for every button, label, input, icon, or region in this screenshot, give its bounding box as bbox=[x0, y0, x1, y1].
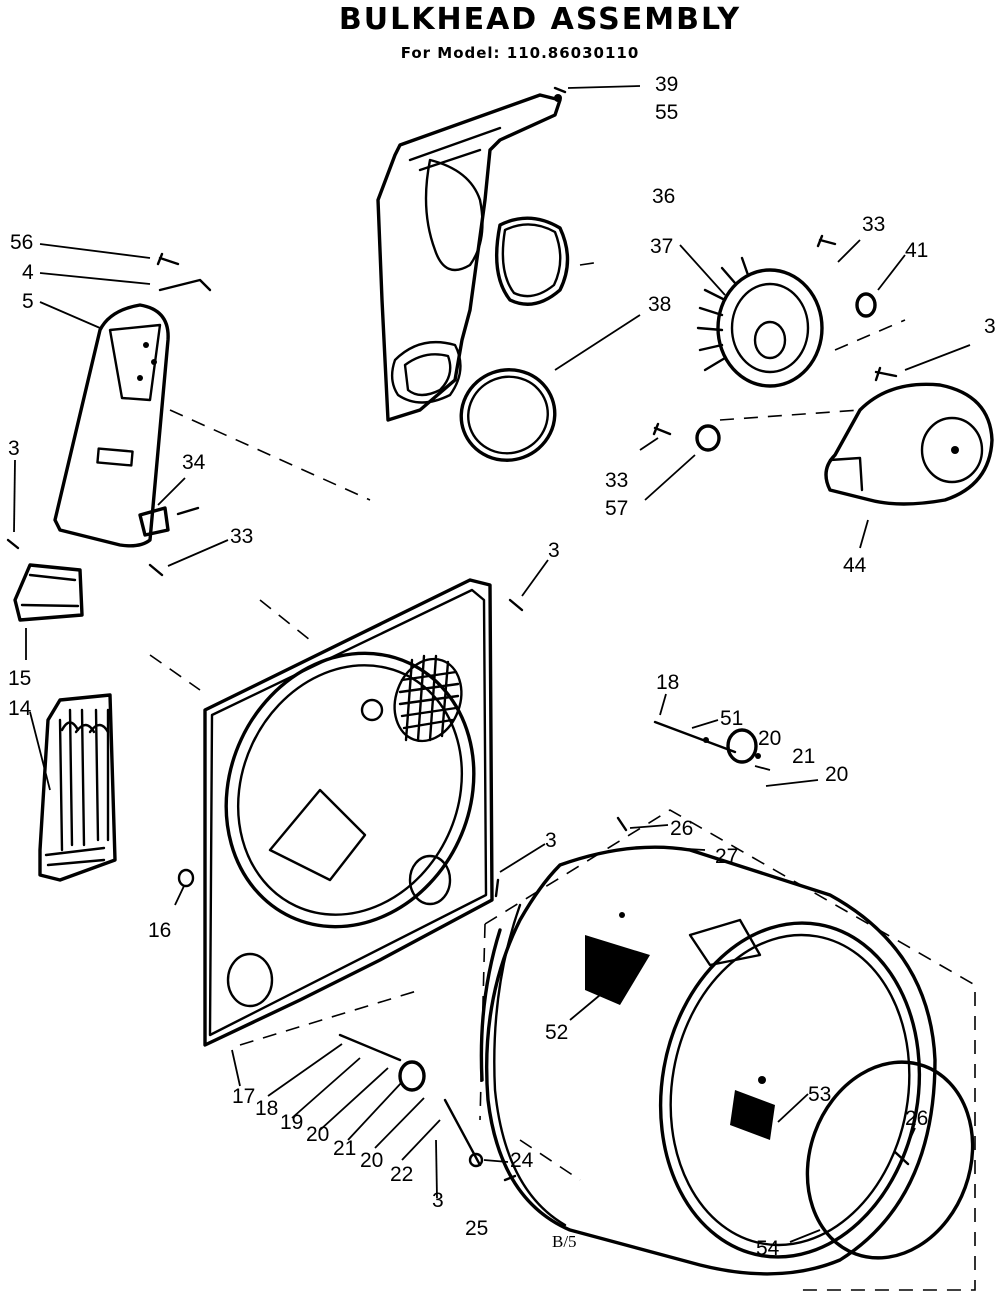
callout-53: 53 bbox=[808, 1083, 832, 1106]
callout-25: 25 bbox=[465, 1217, 489, 1240]
callout-37: 37 bbox=[650, 235, 674, 258]
screw-33-left-part bbox=[148, 506, 200, 577]
callout-33-mid: 33 bbox=[605, 469, 629, 492]
callout-3-bottom: 3 bbox=[432, 1189, 444, 1212]
drum-part bbox=[479, 845, 937, 1276]
callout-33-left: 33 bbox=[230, 525, 254, 548]
blower-wheel-part bbox=[696, 256, 824, 388]
callout-20-upper-a: 20 bbox=[758, 727, 782, 750]
roller-21-lower-part bbox=[398, 1060, 426, 1092]
callout-26-front: 26 bbox=[905, 1107, 929, 1130]
callout-52: 52 bbox=[545, 1021, 569, 1044]
callout-44: 44 bbox=[843, 554, 867, 577]
clip-41-part bbox=[855, 292, 877, 318]
callout-54: 54 bbox=[756, 1237, 780, 1260]
callout-56: 56 bbox=[10, 231, 34, 254]
callout-17: 17 bbox=[232, 1085, 256, 1108]
callout-20-lower-a: 20 bbox=[306, 1123, 330, 1146]
seal-gasket-part bbox=[494, 216, 570, 306]
callout-57: 57 bbox=[605, 497, 629, 520]
callout-18-lower: 18 bbox=[255, 1097, 279, 1120]
duct-15-part bbox=[13, 563, 84, 622]
diagram-title: BULKHEAD ASSEMBLY bbox=[338, 2, 742, 37]
screw-56-part bbox=[156, 252, 180, 266]
callout-14: 14 bbox=[8, 697, 32, 720]
callout-4: 4 bbox=[22, 261, 34, 284]
callout-55: 55 bbox=[655, 101, 679, 124]
ring-gasket-part bbox=[459, 368, 557, 462]
screw-3-left-part bbox=[6, 538, 20, 550]
screw-3-panel-top-part bbox=[508, 598, 524, 612]
screw-26-part bbox=[616, 816, 910, 1166]
page-reference: B/5 bbox=[552, 1232, 577, 1251]
screw-16-part bbox=[177, 868, 195, 888]
roller-21-upper-part bbox=[726, 728, 758, 764]
callout-41: 41 bbox=[905, 239, 929, 262]
roller-shaft-upper-part bbox=[653, 720, 737, 754]
callout-39: 39 bbox=[655, 73, 679, 96]
callout-5: 5 bbox=[22, 290, 34, 313]
callout-26-top: 26 bbox=[670, 817, 694, 840]
screw-3-right-part bbox=[874, 366, 898, 382]
callout-19: 19 bbox=[280, 1111, 304, 1134]
callout-34: 34 bbox=[182, 451, 206, 474]
callout-18-upper: 18 bbox=[656, 671, 680, 694]
screw-33-right-part bbox=[816, 234, 837, 248]
bearing-57-part bbox=[695, 424, 721, 452]
model-subtitle: For Model: 110.86030110 bbox=[400, 44, 640, 62]
callout-22: 22 bbox=[390, 1163, 414, 1186]
leader-lines bbox=[13, 85, 971, 1243]
heater-element-part bbox=[38, 693, 117, 882]
screw-33-mid-part bbox=[652, 422, 672, 436]
callout-15: 15 bbox=[8, 667, 32, 690]
front-seal-54-part bbox=[805, 1060, 975, 1260]
callout-36: 36 bbox=[652, 185, 676, 208]
callout-38: 38 bbox=[648, 293, 672, 316]
callout-16: 16 bbox=[148, 919, 172, 942]
screw-3-panel-side-part bbox=[494, 878, 500, 898]
callout-21-upper: 21 bbox=[792, 745, 816, 768]
callout-20-upper-b: 20 bbox=[825, 763, 849, 786]
bracket-34-part bbox=[138, 506, 170, 537]
bulkhead-panel-part bbox=[203, 578, 494, 1047]
blower-housing-part bbox=[824, 382, 994, 506]
screw-39-part bbox=[553, 86, 567, 94]
callout-21-lower: 21 bbox=[333, 1137, 357, 1160]
callout-33-top: 33 bbox=[862, 213, 886, 236]
roller-shaft-lower-part bbox=[338, 1033, 402, 1062]
callout-3-right: 3 bbox=[984, 315, 996, 338]
callout-27: 27 bbox=[715, 845, 739, 868]
duct-part bbox=[376, 93, 562, 422]
callout-3-left: 3 bbox=[8, 437, 20, 460]
callout-20-lower-b: 20 bbox=[360, 1149, 384, 1172]
callout-3-panel-top: 3 bbox=[548, 539, 560, 562]
callout-51: 51 bbox=[720, 707, 744, 730]
assembly-guide-lines bbox=[149, 261, 976, 1291]
callout-24: 24 bbox=[510, 1149, 534, 1172]
exhaust-panel-part bbox=[53, 278, 212, 548]
callout-3-panel-side: 3 bbox=[545, 829, 557, 852]
